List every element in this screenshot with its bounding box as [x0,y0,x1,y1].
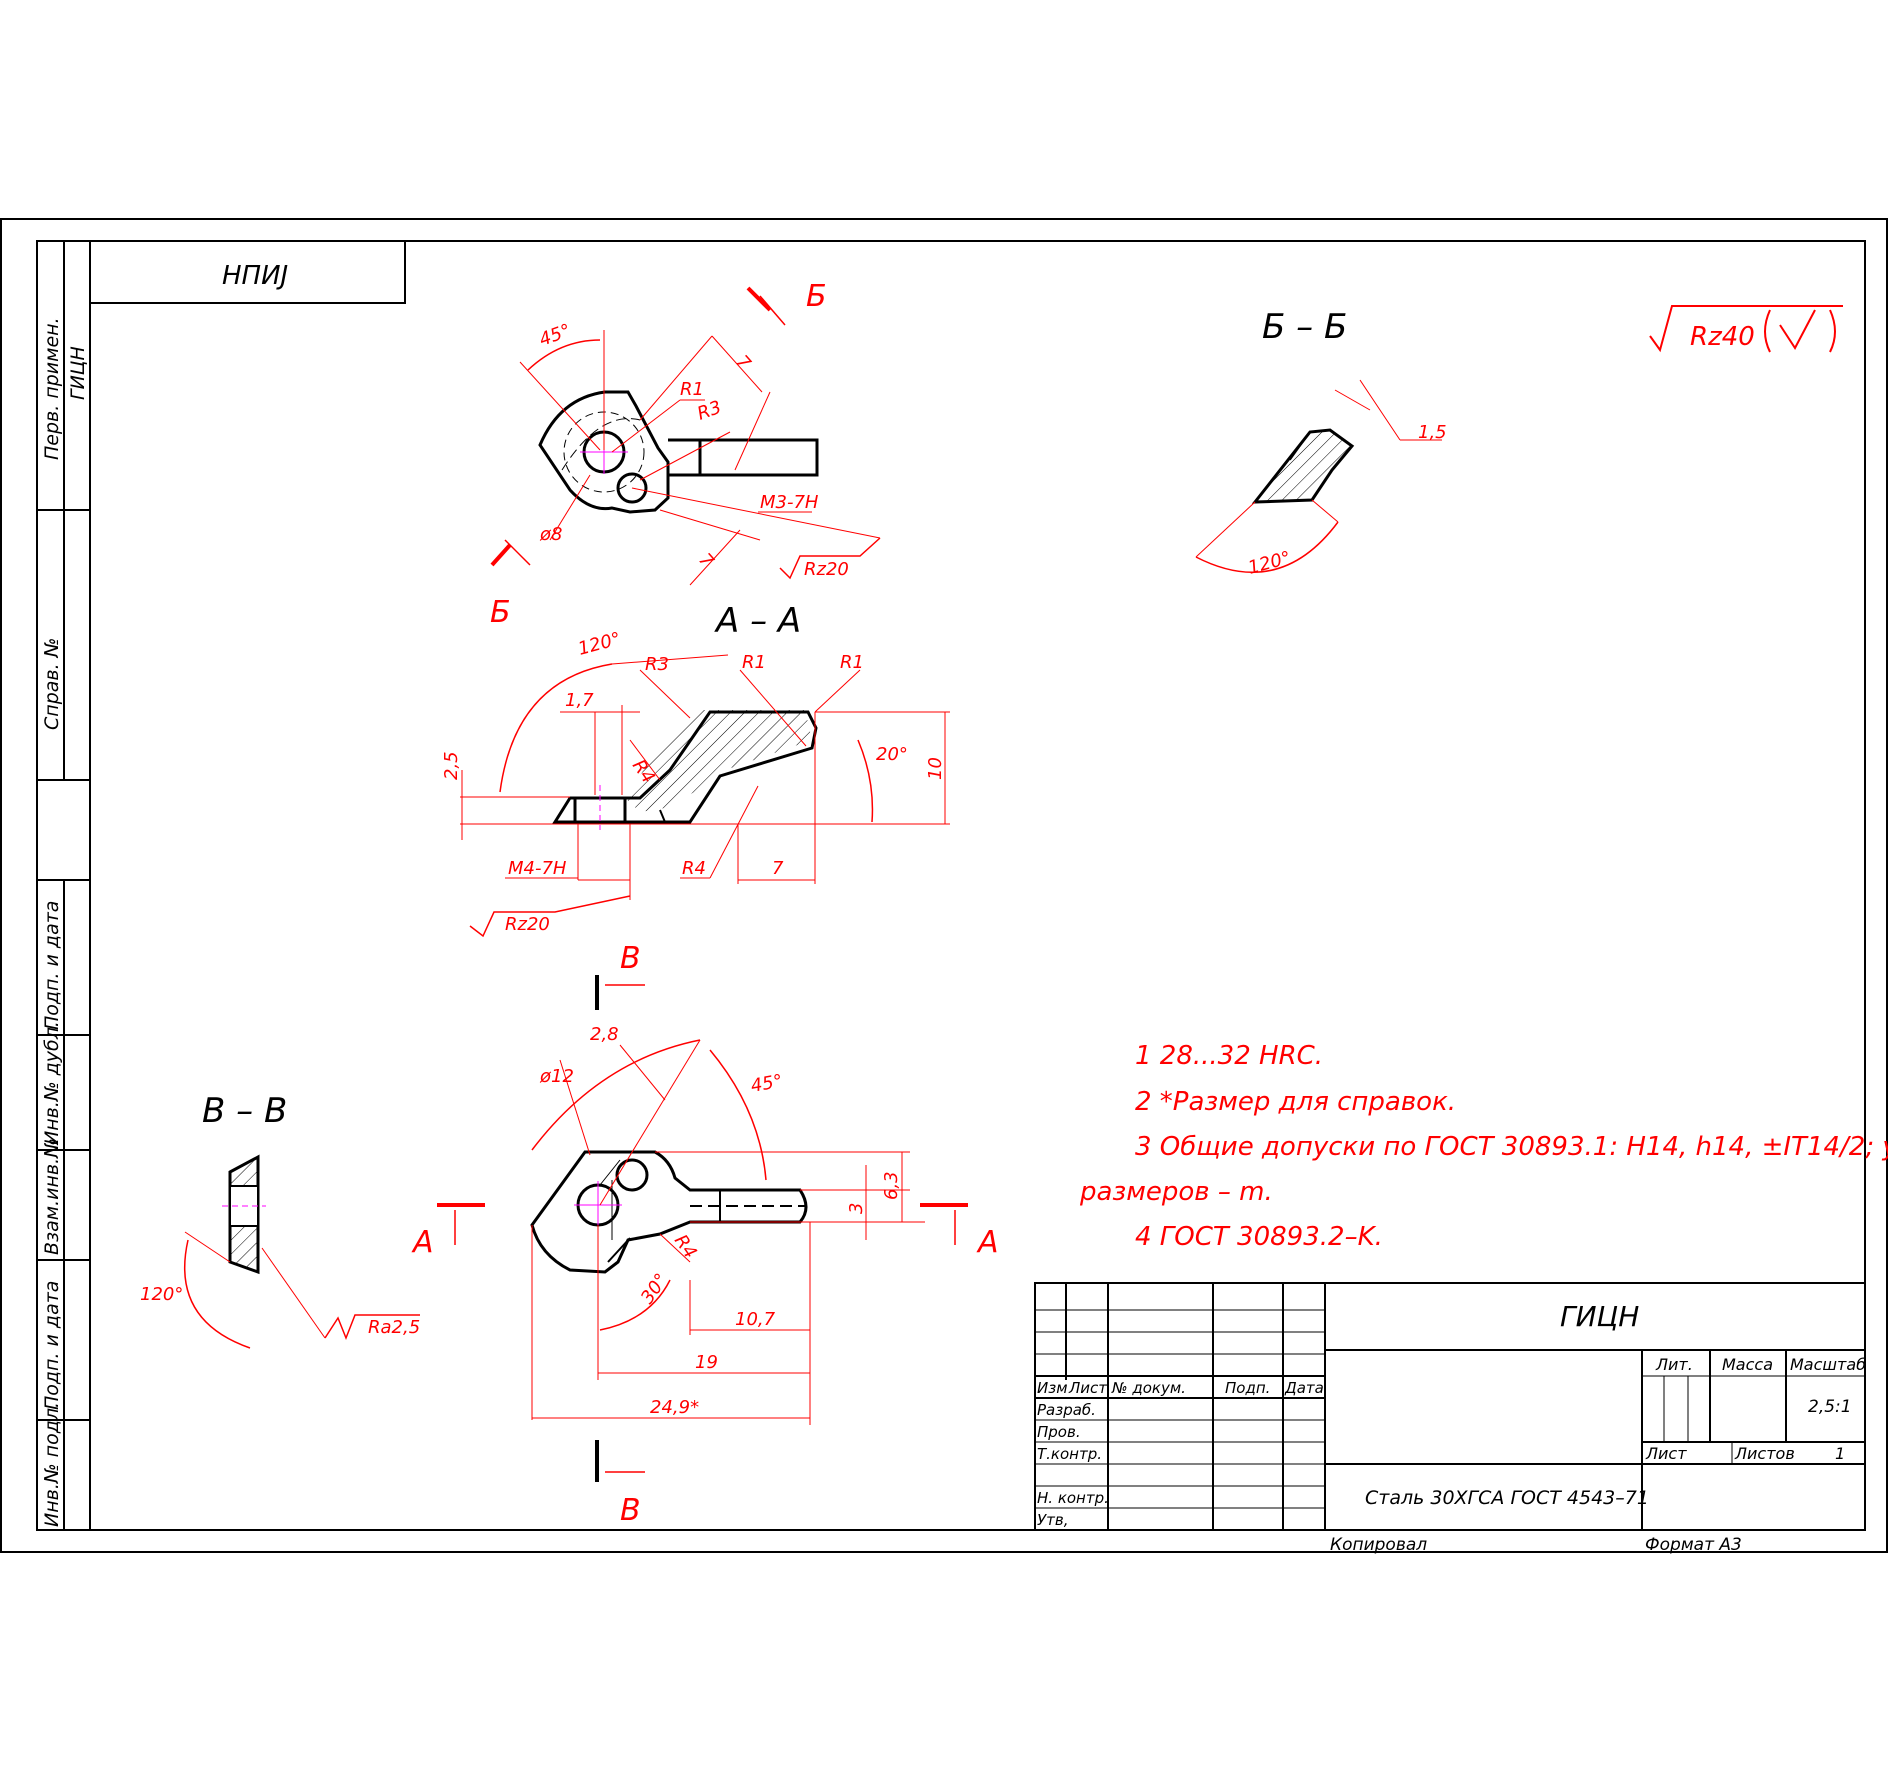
section-aa: А – А 120° R3 R1 R1 1,7 R4 2,5 20° 10 [441,601,950,1010]
section-aa-title: А – А [714,601,801,641]
tb-sheets-total: 1 [1835,1444,1845,1463]
note-2: 2 *Размер для справок. [1135,1087,1456,1117]
aa-dim-120: 120° [576,628,623,660]
outer-border [0,218,1888,1553]
general-roughness: Rz40 [1649,305,1843,353]
tb-prov: Пров. [1037,1423,1081,1441]
tb-scale: 2,5:1 [1808,1397,1852,1417]
aa-dim-r4-lower: R4 [682,858,706,879]
vv-dim-120: 120° [140,1284,183,1305]
aa-dim-20: 20° [876,744,908,765]
tb-format: Формат А3 [1645,1535,1742,1555]
aa-dim-10: 10 [925,757,946,780]
tb-n-dokum: № докум. [1111,1379,1186,1397]
top-dim-d8: ø8 [539,524,562,545]
tb-podp: Подп. [1225,1379,1270,1397]
bottom-dim-3: 3 [846,1203,867,1214]
bottom-view: 2,8 ø12 45° 6,3 3 R4 30° 10,7 19 24,9* А… [411,1024,999,1528]
tb-massa: Масса [1722,1355,1773,1374]
tb-lit: Лит. [1655,1355,1693,1374]
bottom-dim-19: 19 [695,1352,718,1373]
section-mark-v-bottom: В [620,1493,641,1528]
top-dim-m3: M3-7H [760,492,819,513]
note-4: 4 ГОСТ 30893.2–K. [1135,1222,1383,1252]
side-label-perv-primen-value: ГИЦН [67,346,89,400]
side-label-sprav-no: Справ. № [41,638,63,730]
aa-dim-r1-right: R1 [840,652,864,673]
tb-list-label: Лист [1645,1444,1687,1463]
tb-utv: Утв, [1037,1511,1069,1529]
aa-dim-25: 2,5 [441,751,462,780]
bottom-dim-30: 30° [637,1270,673,1308]
corner-box: НПИЈ [89,240,406,304]
note-1: 1 28...32 HRC. [1135,1041,1323,1071]
section-mark-b-top: Б [806,279,827,314]
bottom-dim-r4: R4 [670,1231,701,1263]
tb-izm: Изм [1037,1379,1068,1397]
section-vv-title: В – В [202,1091,287,1131]
aa-dim-17: 1,7 [565,690,594,711]
aa-roughness-rz20: Rz20 [505,914,550,935]
section-mark-b-bottom: Б [490,595,511,630]
note-3: 3 Общие допуски по ГОСТ 30893.1: H14, h1… [1135,1132,1888,1162]
bottom-dim-249: 24,9* [650,1397,699,1418]
aa-dim-m4: M4-7H [508,858,567,879]
top-roughness-rz20: Rz20 [804,559,849,580]
title-block: ГИЦН Сталь 30ХГСА ГОСТ 4543–71 Изм Лист … [1034,1282,1866,1555]
aa-dim-r1-left: R1 [742,652,766,673]
note-3-cont: размеров – m. [1079,1177,1273,1207]
top-dim-7-lower: 7 [694,549,718,572]
tb-data: Дата [1284,1379,1324,1397]
left-side-strip: Перв. примен. ГИЦН Справ. № Подп. и дата… [36,240,91,1531]
section-vv: В – В 120° Ra2,5 [140,1091,420,1349]
inner-frame [89,240,1866,1531]
side-label-vzam-inv: Взам.инв.№ [41,1138,63,1255]
corner-box-label: НПИЈ [222,261,288,291]
general-roughness-value: Rz40 [1690,322,1755,352]
section-mark-a-left: А [411,1225,434,1260]
bottom-dim-107: 10,7 [735,1309,776,1330]
bottom-dim-d12: ø12 [539,1066,574,1087]
section-mark-v-top: В [620,941,641,976]
title-material: Сталь 30ХГСА ГОСТ 4543–71 [1365,1487,1649,1509]
aa-dim-7: 7 [772,858,784,879]
side-label-podp-data-1: Подп. и дата [41,901,63,1030]
tb-n-kontr: Н. контр. [1037,1489,1109,1507]
bb-dim-15: 1,5 [1418,422,1447,443]
tb-list: Лист [1068,1379,1108,1397]
side-label-podp-data-2: Подп. и дата [41,1281,63,1410]
tb-copied: Копировал [1330,1535,1427,1555]
side-label-inv-dubl: Инв.№ дубл. [41,1021,63,1145]
title-designation: ГИЦН [1560,1300,1639,1333]
top-dim-r3: R3 [695,397,725,425]
vv-roughness-ra25: Ra2,5 [368,1317,420,1338]
side-label-inv-podl: Инв.№ подл. [41,1402,63,1527]
aa-dim-r3: R3 [645,654,669,675]
bottom-dim-45: 45° [749,1071,784,1097]
tb-listov: Листов [1734,1444,1795,1463]
section-bb-title: Б – Б [1262,307,1347,347]
technical-notes: 1 28...32 HRC. 2 *Размер для справок. 3 … [1079,1041,1888,1252]
section-mark-a-right: А [976,1225,999,1260]
tb-razrab: Разраб. [1037,1401,1096,1419]
top-dim-r1: R1 [680,379,704,400]
bottom-dim-63: 6,3 [881,1171,902,1200]
section-bb: Б – Б 1,5 120° [1195,307,1447,579]
side-label-perv-primen: Перв. примен. [41,317,63,460]
bottom-dim-28: 2,8 [590,1024,619,1045]
top-dim-45: 45° [537,320,574,351]
tb-t-kontr: Т.контр. [1037,1445,1102,1463]
bb-dim-120: 120° [1246,547,1293,579]
top-view: 45° 7 R1 R3 M3-7H ø8 7 Rz20 Б Б [490,279,881,630]
tb-masshtab: Масштаб [1790,1355,1866,1374]
